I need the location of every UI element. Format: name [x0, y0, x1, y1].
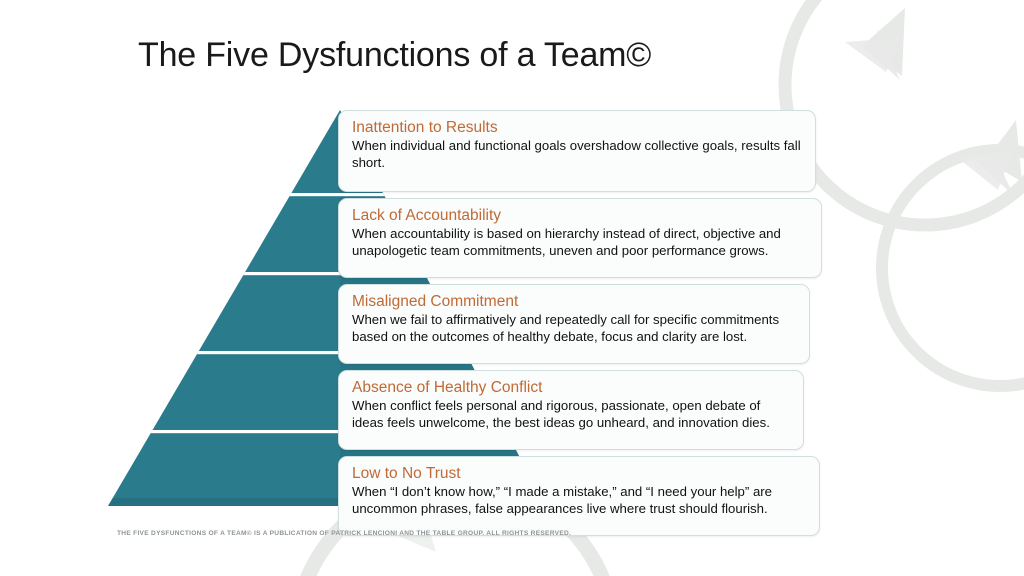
- dysfunction-title: Inattention to Results: [352, 119, 498, 136]
- dysfunction-description: When “I don’t know how,” “I made a mista…: [352, 484, 773, 516]
- dysfunction-title: Misaligned Commitment: [352, 293, 519, 310]
- dysfunction-description: When individual and functional goals ove…: [352, 138, 801, 170]
- dysfunction-description: When accountability is based on hierarch…: [352, 226, 781, 258]
- dysfunction-description: When we fail to affirmatively and repeat…: [352, 312, 780, 344]
- list-item[interactable]: Inattention to Results When individual a…: [338, 110, 816, 192]
- page-title: The Five Dysfunctions of a Team©: [138, 36, 652, 74]
- copyright-footer: THE FIVE DYSFUNCTIONS OF A TEAM© IS A PU…: [117, 530, 572, 537]
- dysfunction-title: Low to No Trust: [352, 465, 461, 482]
- list-item[interactable]: Low to No Trust When “I don’t know how,”…: [338, 456, 820, 536]
- list-item[interactable]: Lack of Accountability When accountabili…: [338, 198, 822, 278]
- dysfunction-title: Lack of Accountability: [352, 207, 502, 224]
- list-item[interactable]: Absence of Healthy Conflict When conflic…: [338, 370, 804, 450]
- dysfunction-description: When conflict feels personal and rigorou…: [352, 398, 770, 430]
- dysfunction-title: Absence of Healthy Conflict: [352, 379, 543, 396]
- list-item[interactable]: Misaligned Commitment When we fail to af…: [338, 284, 810, 364]
